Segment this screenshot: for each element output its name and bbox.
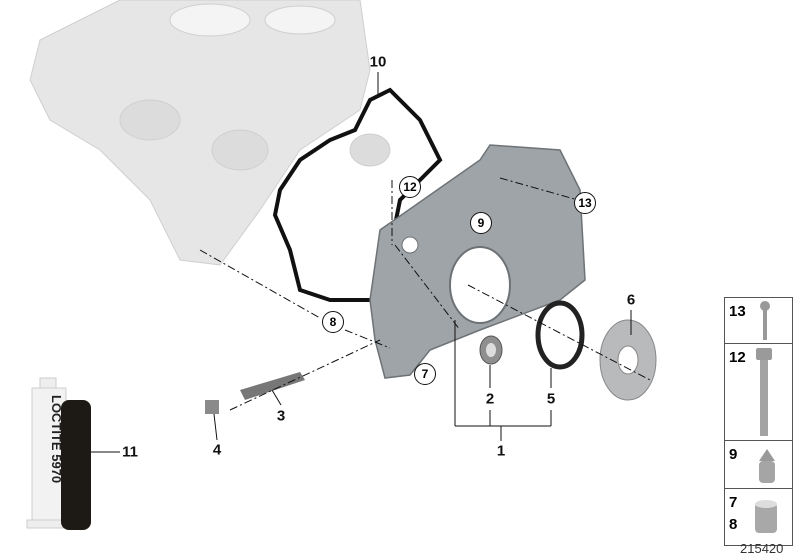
callout-2[interactable]: 2	[485, 390, 495, 408]
seal-ring	[535, 300, 585, 370]
bolt-large-icon	[756, 348, 772, 436]
callout-9[interactable]: 9	[470, 212, 492, 234]
callout-5[interactable]: 5	[546, 390, 556, 408]
dowel-sleeve-icon	[755, 500, 777, 533]
loctite-tube: LOCTITE 5970	[26, 377, 91, 530]
panel-label-8: 8	[729, 516, 738, 533]
callout-4[interactable]: 4	[212, 441, 222, 459]
callout-11[interactable]: 11	[122, 443, 138, 461]
callout-1[interactable]: 1	[496, 442, 506, 460]
callout-3[interactable]: 3	[276, 407, 286, 425]
panel-label-7: 7	[729, 494, 738, 511]
reference-number: 215420	[740, 541, 784, 556]
panel-label: 12	[729, 349, 746, 366]
engine-block	[29, 0, 391, 266]
panel-part-9[interactable]: 9	[724, 440, 793, 489]
callout-8[interactable]: 8	[322, 311, 344, 333]
callout-12[interactable]: 12	[399, 176, 421, 198]
callout-6[interactable]: 6	[626, 291, 636, 309]
sensor	[240, 372, 305, 400]
panel-part-7-8[interactable]: 7 8	[724, 488, 793, 546]
callout-7[interactable]: 7	[414, 363, 436, 385]
panel-label: 9	[729, 446, 738, 463]
loctite-logo-text: LOCTITE 5970	[49, 395, 64, 483]
dowel-eye-icon	[759, 449, 775, 483]
panel-part-12[interactable]: 12	[724, 343, 793, 441]
callout-13[interactable]: 13	[574, 192, 596, 214]
panel-part-13[interactable]: 13	[724, 297, 793, 344]
gasket	[272, 87, 443, 302]
callout-10[interactable]: 10	[369, 53, 387, 71]
bolt-small-icon	[760, 301, 770, 340]
panel-label: 13	[729, 303, 746, 320]
